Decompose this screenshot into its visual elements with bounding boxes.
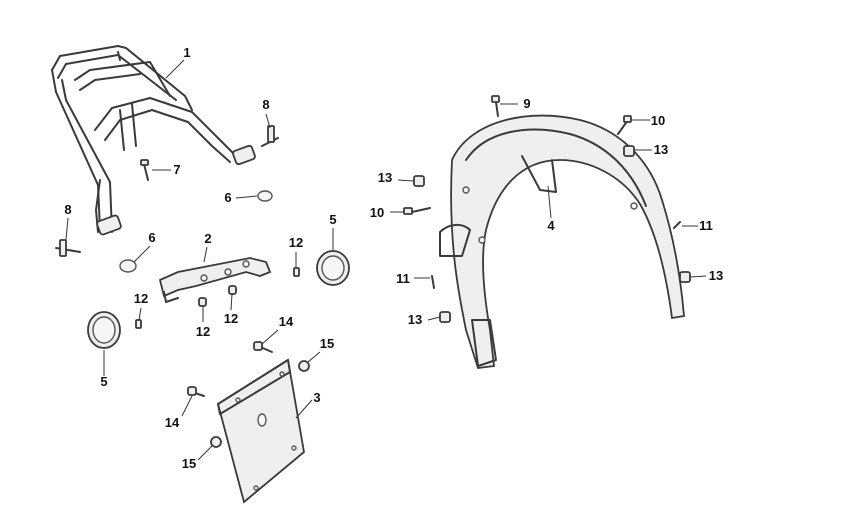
part-screw-11a bbox=[673, 221, 681, 229]
part-nut-12b bbox=[135, 319, 142, 329]
callout-c3: 3 bbox=[313, 390, 320, 405]
part-screw-14b bbox=[187, 386, 205, 397]
callout-c12d: 12 bbox=[224, 311, 238, 326]
callout-c12a: 12 bbox=[289, 235, 303, 250]
part-clip-13b bbox=[413, 175, 425, 187]
callout-c15b: 15 bbox=[182, 456, 196, 471]
callout-c14a: 14 bbox=[279, 314, 294, 329]
part-rear-fender bbox=[439, 114, 685, 369]
part-reflector-left bbox=[87, 311, 121, 349]
callout-c13c: 13 bbox=[709, 268, 723, 283]
callout-labels: 1234556678891010111112121212131313131414… bbox=[64, 45, 723, 471]
part-grommet-upper bbox=[257, 190, 273, 202]
part-nut-12d bbox=[228, 285, 237, 295]
part-screw-10b bbox=[403, 207, 431, 215]
callout-c5a: 5 bbox=[329, 212, 336, 227]
callout-c4: 4 bbox=[547, 218, 555, 233]
part-screw-11b bbox=[431, 275, 435, 289]
part-grommet-lower bbox=[119, 259, 137, 273]
part-bolt-8-lower bbox=[55, 239, 81, 257]
part-screw-9 bbox=[491, 95, 500, 117]
part-screw-14a bbox=[253, 341, 273, 353]
callout-c13a: 13 bbox=[654, 142, 668, 157]
callout-c14b: 14 bbox=[165, 415, 180, 430]
callout-c5b: 5 bbox=[100, 374, 107, 389]
part-clip-13d bbox=[439, 311, 451, 323]
callout-c10b: 10 bbox=[370, 205, 384, 220]
callout-c10a: 10 bbox=[651, 113, 665, 128]
part-nut-15b bbox=[210, 436, 222, 448]
leader-lines bbox=[65, 59, 707, 461]
callout-c12c: 12 bbox=[196, 324, 210, 339]
part-clip-13a bbox=[623, 145, 635, 157]
part-nut-12a bbox=[293, 267, 300, 277]
callout-c11a: 11 bbox=[699, 218, 713, 233]
callout-c15a: 15 bbox=[320, 336, 334, 351]
callout-c13d: 13 bbox=[408, 312, 422, 327]
part-license-plate bbox=[216, 358, 305, 504]
part-nut-12c bbox=[198, 297, 207, 307]
part-reflector-right bbox=[316, 250, 350, 286]
callout-c9: 9 bbox=[523, 96, 530, 111]
callout-c1: 1 bbox=[183, 45, 190, 60]
part-nut-15a bbox=[298, 360, 310, 372]
callout-c6a: 6 bbox=[224, 190, 231, 205]
callout-c8a: 8 bbox=[262, 97, 269, 112]
callout-c13b: 13 bbox=[378, 170, 392, 185]
part-bolt-7 bbox=[140, 159, 149, 181]
part-screw-10a bbox=[617, 115, 632, 135]
part-bolt-8-upper bbox=[261, 125, 279, 147]
part-bracket bbox=[158, 257, 272, 303]
callout-c8b: 8 bbox=[64, 202, 71, 217]
callout-c2: 2 bbox=[204, 231, 211, 246]
callout-c6b: 6 bbox=[148, 230, 155, 245]
part-clip-13c bbox=[679, 271, 691, 283]
part-rear-carrier bbox=[51, 45, 256, 236]
callout-c12b: 12 bbox=[134, 291, 148, 306]
callout-c7: 7 bbox=[173, 162, 180, 177]
callout-c11b: 11 bbox=[396, 271, 410, 286]
